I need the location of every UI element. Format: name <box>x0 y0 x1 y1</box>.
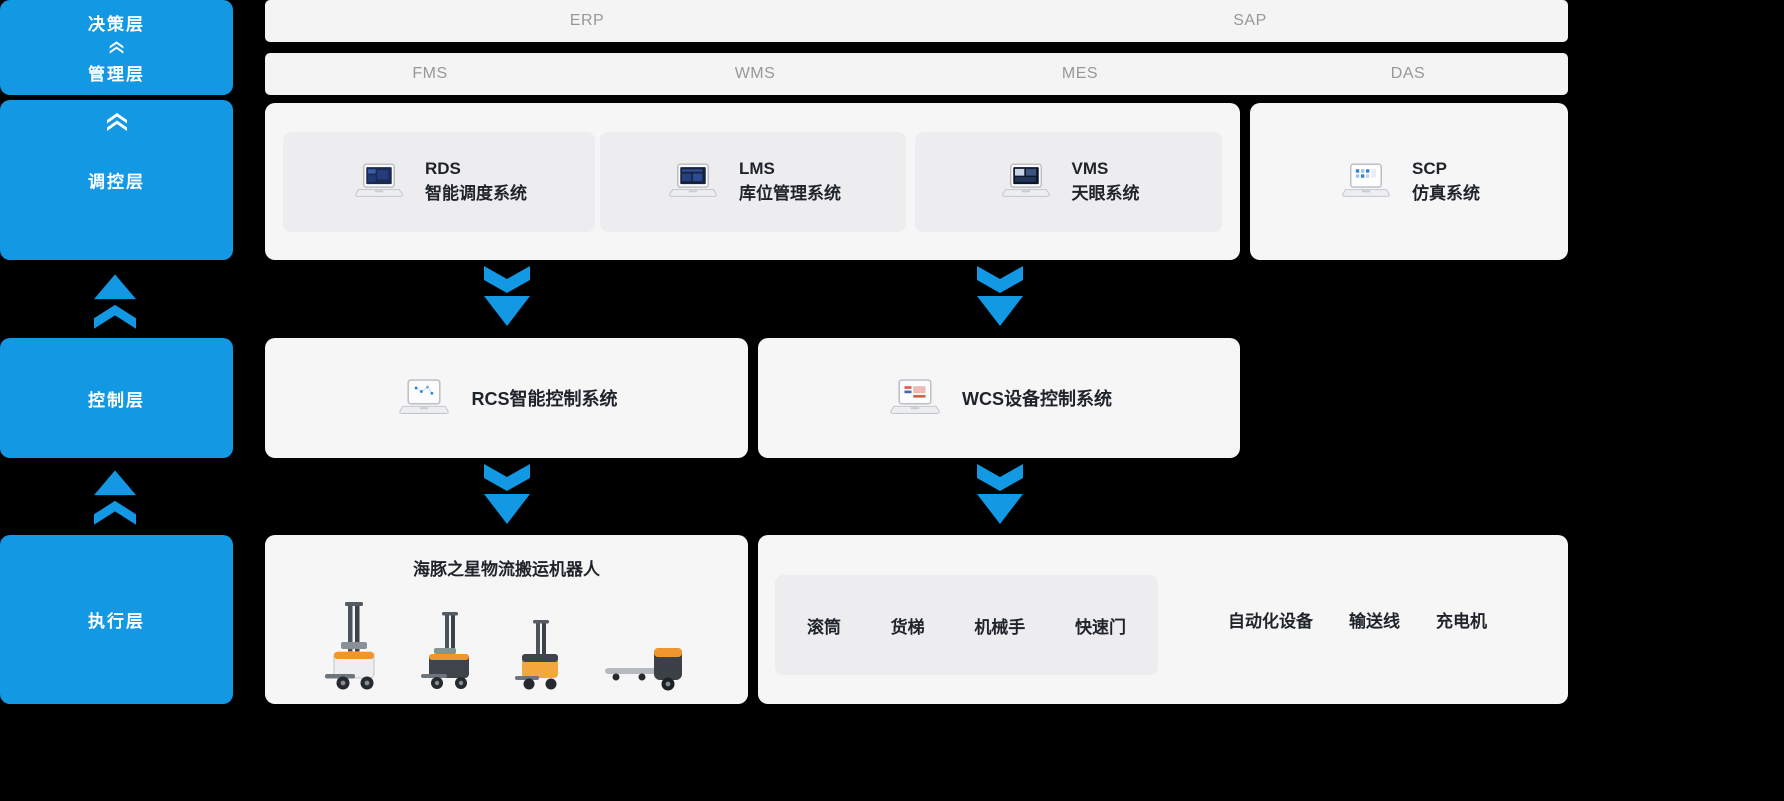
das-label: DAS <box>1390 65 1426 82</box>
mes-label: MES <box>1061 65 1099 82</box>
laptop-icon <box>355 163 403 197</box>
double-chevron-down-icon <box>484 464 530 524</box>
scp-name: 仿真系统 <box>1412 183 1480 203</box>
device-robotic-arm: 机械手 <box>974 617 1026 637</box>
laptop-icon <box>399 378 450 414</box>
device-charger: 充电机 <box>1436 612 1487 631</box>
vms-system-card: VMS 天眼系统 <box>915 132 1222 232</box>
robots-title: 海豚之星物流搬运机器人 <box>413 560 600 579</box>
rds-system-card: RDS 智能调度系统 <box>283 132 595 232</box>
laptop-icon <box>669 163 717 197</box>
double-chevron-up-icon <box>106 113 127 131</box>
double-chevron-down-icon <box>484 266 530 326</box>
rcs-system-card: RCS智能控制系统 <box>265 338 748 458</box>
double-chevron-down-icon <box>977 464 1023 524</box>
laptop-icon <box>1342 163 1390 197</box>
lms-name: 库位管理系统 <box>739 184 841 203</box>
device-conveyor-line: 输送线 <box>1349 612 1400 631</box>
laptop-icon <box>890 378 940 414</box>
scp-abbr: SCP <box>1412 158 1447 178</box>
double-chevron-down-icon <box>977 266 1023 326</box>
pallet-truck-agv-icon <box>604 648 682 691</box>
decision-management-stack: 决策层 管理层 <box>88 10 145 85</box>
rcs-system-label: RCS智能控制系统 <box>471 389 618 409</box>
robots-row <box>265 602 748 692</box>
vms-name: 天眼系统 <box>1071 184 1140 203</box>
rds-system-text: RDS 智能调度系统 <box>425 157 527 206</box>
rds-abbr: RDS <box>425 159 461 179</box>
scp-system-card: SCP 仿真系统 <box>1250 103 1568 260</box>
layer-box-decision-management: 决策层 管理层 <box>0 0 233 95</box>
erp-sap-bar: ERP SAP <box>265 0 1568 42</box>
layer-box-control: 控制层 <box>0 338 233 458</box>
erp-label: ERP <box>569 12 605 29</box>
laptop-icon <box>1001 163 1050 197</box>
wms-label: WMS <box>734 65 776 82</box>
sap-label: SAP <box>1233 12 1267 29</box>
double-chevron-up-icon <box>94 470 136 525</box>
counterbalance-stacker-agv-icon <box>420 612 469 689</box>
device-group-card: 滚筒 货梯 机械手 快速门 <box>775 575 1158 675</box>
device-rapid-door: 快速门 <box>1074 617 1126 637</box>
lms-system-card: LMS 库位管理系统 <box>600 132 906 232</box>
device-freight-elevator: 货梯 <box>890 617 925 637</box>
reach-stacker-agv-icon <box>324 602 374 690</box>
device-automation-equipment: 自动化设备 <box>1228 612 1313 631</box>
regulation-systems-card: RDS 智能调度系统 LMS 库位管理系统 <box>265 103 1240 260</box>
fms-label: FMS <box>412 65 448 82</box>
lms-system-text: LMS 库位管理系统 <box>739 157 841 206</box>
regulation-layer-label: 调控层 <box>88 172 145 192</box>
outer-devices-row: 自动化设备 输送线 充电机 <box>1228 535 1487 704</box>
double-chevron-up-icon <box>94 274 136 329</box>
vms-abbr: VMS <box>1071 159 1109 179</box>
robots-card: 海豚之星物流搬运机器人 <box>265 535 748 704</box>
lms-abbr: LMS <box>739 159 775 179</box>
rds-name: 智能调度系统 <box>425 184 527 203</box>
vms-system-text: VMS 天眼系统 <box>1072 157 1140 206</box>
scp-system-text: SCP 仿真系统 <box>1412 157 1480 206</box>
double-chevron-up-icon <box>109 41 124 54</box>
decision-layer-label: 决策层 <box>88 15 145 34</box>
fms-wms-mes-das-bar: FMS WMS MES DAS <box>265 53 1568 95</box>
control-layer-label: 控制层 <box>88 390 145 410</box>
layer-box-execution: 执行层 <box>0 535 233 704</box>
management-layer-label: 管理层 <box>88 65 145 84</box>
layer-box-regulation: 调控层 <box>0 100 233 260</box>
pallet-stacker-agv-icon <box>514 620 558 690</box>
device-roller: 滚筒 <box>807 617 841 637</box>
devices-card: 滚筒 货梯 机械手 快速门 自动化设备 输送线 充电机 <box>758 535 1568 704</box>
wcs-system-card: WCS设备控制系统 <box>758 338 1240 458</box>
wcs-system-label: WCS设备控制系统 <box>962 389 1112 409</box>
execution-layer-label: 执行层 <box>88 612 145 631</box>
